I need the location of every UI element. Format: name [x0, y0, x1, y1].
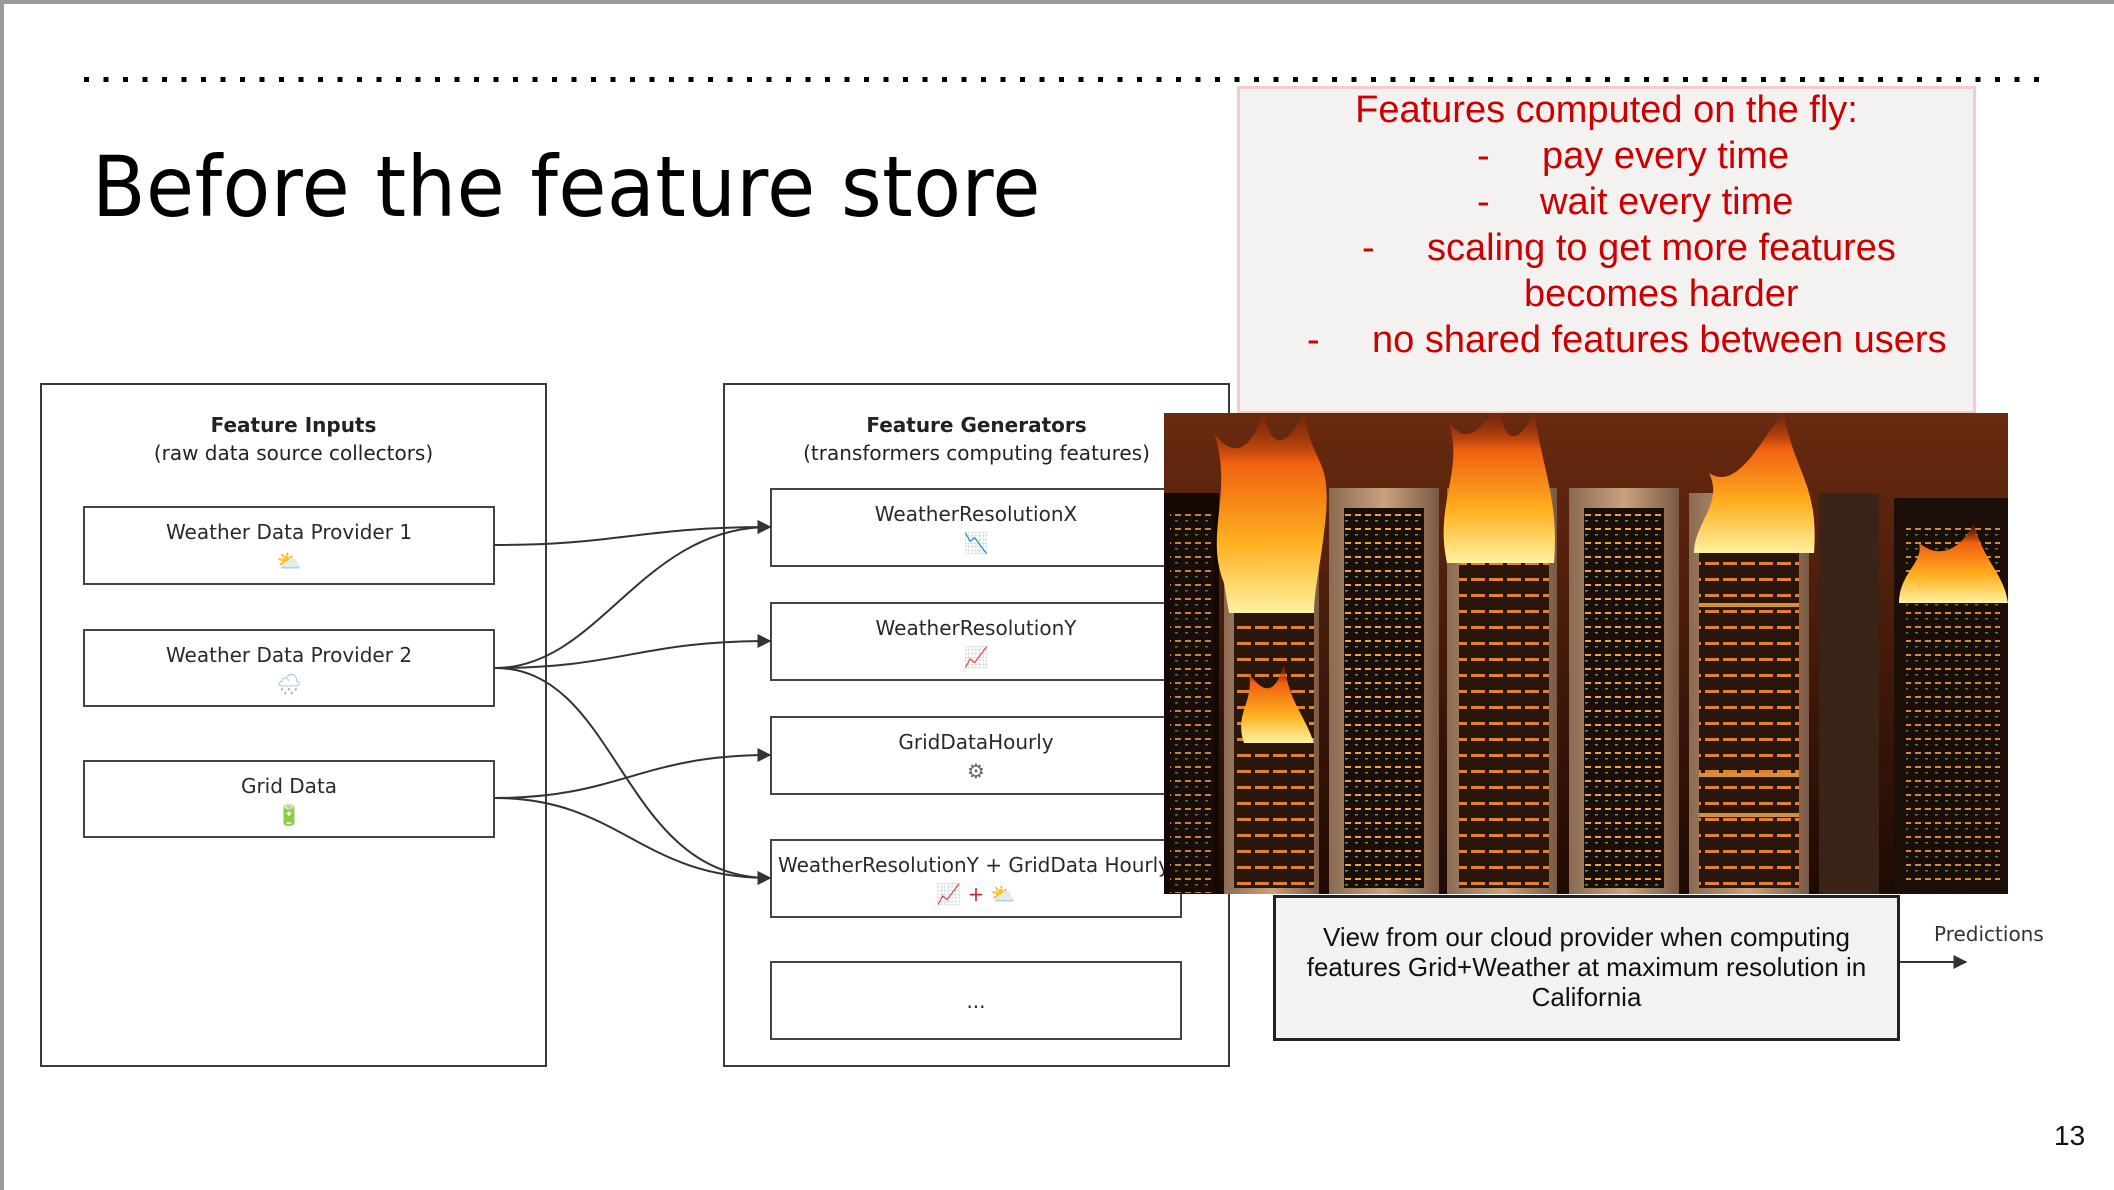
notes-heading: Features computed on the fly:	[1355, 89, 1858, 131]
bullet-text: pay every time	[1542, 135, 1790, 177]
bullet-dash: -	[1307, 319, 1320, 361]
photo-illustration	[1164, 413, 2008, 894]
feature-inputs-heading: Feature Inputs (raw data source collecto…	[42, 411, 545, 467]
node-label: GridDataHourly	[898, 730, 1054, 754]
chart-decreasing-icon: 📉	[963, 531, 989, 555]
slide-title: Before the feature store	[92, 138, 1041, 236]
cloud-with-rain-icon: 🌧	[276, 672, 302, 696]
sun-behind-cloud-icon: ⛅	[276, 549, 302, 573]
node-label: WeatherResolutionY + GridData Hourly	[777, 853, 1171, 877]
cloud-provider-caption: View from our cloud provider when comput…	[1273, 895, 1900, 1041]
node-label: WeatherResolutionX	[874, 502, 1078, 526]
battery-icon: 🔋	[276, 803, 302, 827]
feature-inputs-title: Feature Inputs	[210, 413, 377, 437]
gear-icon: ⚙	[967, 759, 985, 783]
generator-node-weather-resolution-x[interactable]: WeatherResolutionX 📉	[770, 488, 1182, 567]
chart-increasing-icon: 📈	[963, 645, 989, 669]
bullet-text: wait every time	[1540, 181, 1794, 223]
bullet-dash: -	[1477, 135, 1490, 177]
node-label: ...	[966, 989, 986, 1013]
feature-inputs-container: Feature Inputs (raw data source collecto…	[40, 383, 547, 1067]
page-number: 13	[2054, 1120, 2086, 1151]
chart-increasing-plus-sun-icon: 📈 + ⛅	[936, 882, 1016, 906]
generator-node-weather-resolution-y[interactable]: WeatherResolutionY 📈	[770, 602, 1182, 681]
generator-node-grid-data-hourly[interactable]: GridDataHourly ⚙	[770, 716, 1182, 795]
node-label: Grid Data	[240, 774, 338, 798]
node-label: Weather Data Provider 2	[165, 643, 413, 667]
feature-generators-title: Feature Generators	[866, 413, 1087, 437]
predictions-label: Predictions	[1934, 922, 2044, 946]
notes-callout: Features computed on the fly: - pay ever…	[1237, 86, 1976, 414]
input-node-weather-provider-1[interactable]: Weather Data Provider 1 ⛅	[83, 506, 495, 585]
generator-node-more[interactable]: ...	[770, 961, 1182, 1040]
bullet-dash: -	[1362, 227, 1375, 269]
generator-node-weather-y-plus-grid-hourly[interactable]: WeatherResolutionY + GridData Hourly 📈 +…	[770, 839, 1182, 918]
feature-inputs-subtitle: (raw data source collectors)	[153, 441, 434, 465]
bullet-continuation: becomes harder	[1524, 273, 1799, 315]
bullet-text: no shared features between users	[1372, 319, 1947, 361]
feature-generators-heading: Feature Generators (transformers computi…	[725, 411, 1228, 467]
node-label: Weather Data Provider 1	[165, 520, 413, 544]
input-node-weather-provider-2[interactable]: Weather Data Provider 2 🌧	[83, 629, 495, 707]
bullet-dash: -	[1477, 181, 1490, 223]
input-node-grid-data[interactable]: Grid Data 🔋	[83, 760, 495, 838]
burning-server-racks-photo	[1164, 413, 2008, 894]
feature-generators-subtitle: (transformers computing features)	[803, 441, 1150, 465]
bullet-text: scaling to get more features	[1427, 227, 1896, 269]
dotted-divider	[84, 77, 2044, 82]
node-label: WeatherResolutionY	[875, 616, 1077, 640]
